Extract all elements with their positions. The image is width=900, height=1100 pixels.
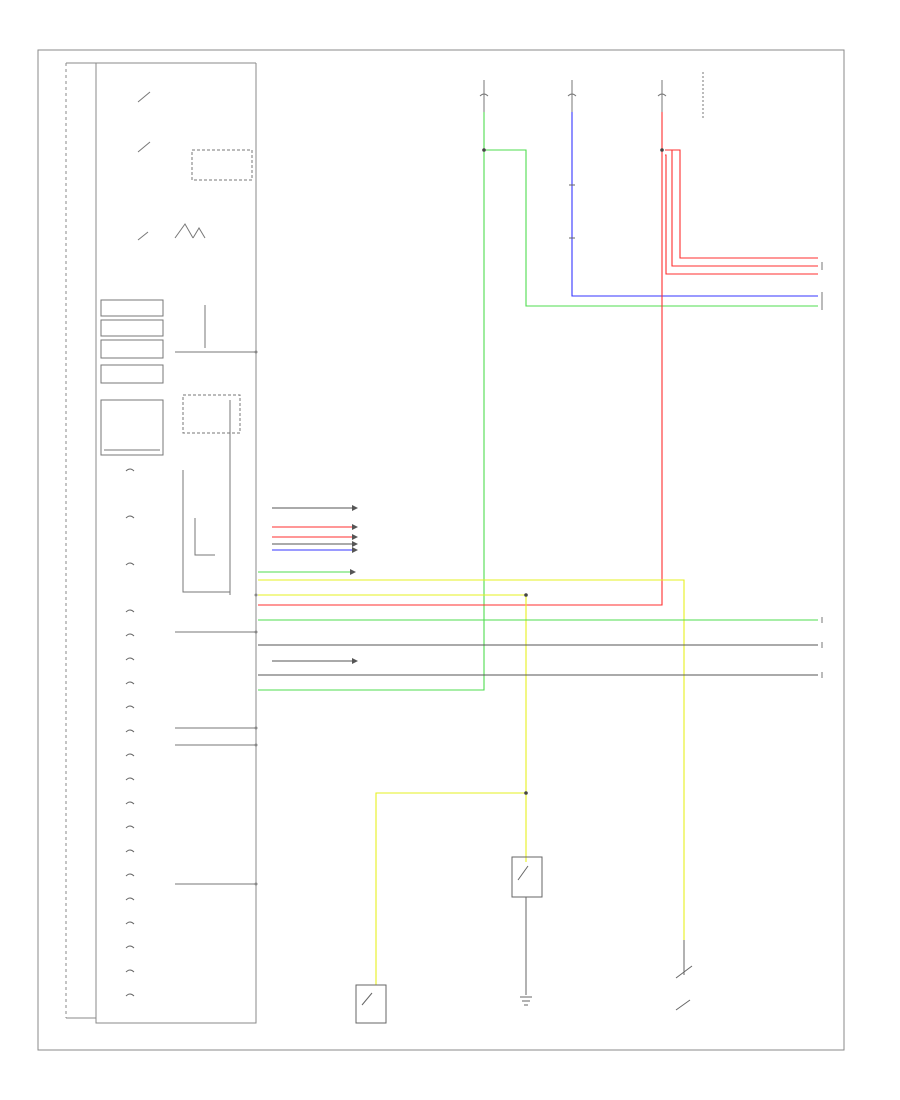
cluster-connector-pins — [254, 350, 258, 886]
cluster-indicators — [100, 91, 164, 456]
indicator-box — [100, 364, 164, 384]
indicator-box — [100, 339, 164, 359]
instrument-cluster — [65, 62, 257, 1024]
speedometer-gauge-icon — [137, 91, 151, 103]
splice-points — [482, 148, 664, 795]
wire-harness — [258, 112, 818, 985]
indicator-box — [100, 319, 164, 337]
indicator-box — [100, 299, 164, 317]
bottom-switches — [355, 856, 693, 1024]
cluster-internal-modules — [174, 149, 256, 885]
diagram-frame — [37, 49, 845, 1051]
bulb-symbols — [125, 468, 135, 997]
tachometer-gauge-icon — [137, 141, 151, 153]
fuel-gauge-icon — [137, 231, 149, 241]
indicator-box — [100, 399, 164, 456]
connector-arrows — [350, 505, 358, 664]
fuse-sources — [479, 72, 704, 118]
blue-line-switch — [569, 184, 575, 239]
